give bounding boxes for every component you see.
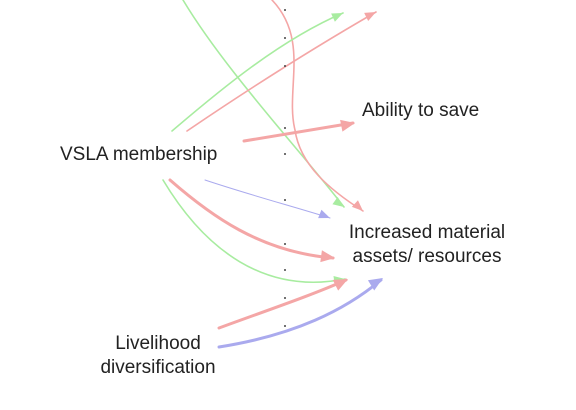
edge-label-dot (284, 325, 286, 327)
edge-label-dot (284, 199, 286, 201)
node-increased-material-assets-line2: assets/ resources (352, 246, 502, 267)
edge-vsla-to-assets-blue (204, 179, 331, 219)
edge-label-dot (284, 37, 286, 39)
arrowhead-red (320, 250, 335, 263)
node-livelihood-diversification-line2: diversification (100, 357, 216, 378)
arrowhead-red (332, 279, 348, 291)
edge-label-dot (284, 9, 286, 11)
arrowhead-blue (318, 209, 330, 219)
edge-label-dot (284, 269, 286, 271)
edge-label-dot (284, 127, 286, 129)
edge-offscreen-top-to-assets-red (271, 0, 364, 212)
edge-offscreen-top-to-assets-green (182, 0, 345, 208)
node-increased-material-assets-line1: Increased material (348, 222, 506, 243)
edge-vsla-to-offscreen-top-right-green (171, 12, 344, 132)
edge-vsla-to-assets-red (168, 178, 335, 260)
arrowhead-green (331, 13, 343, 22)
edge-vsla-to-assets-green (162, 179, 346, 284)
node-vsla-membership: VSLA membership (60, 144, 218, 165)
node-livelihood-diversification-line1: Livelihood (115, 333, 201, 354)
arrowhead-red (340, 119, 355, 132)
arrowhead-red (351, 200, 363, 211)
edge-livelihood-to-assets-blue (217, 278, 383, 349)
edge-vsla-to-offscreen-top-right-red (186, 11, 377, 132)
edge-label-dot (284, 65, 286, 67)
edge-livelihood-to-assets-red (217, 278, 348, 330)
node-ability-to-save: Ability to save (362, 100, 480, 121)
edge-label-dot (284, 153, 286, 155)
node-livelihood-diversification: Livelihood diversification (76, 332, 240, 380)
edge-vsla-to-save-red (242, 121, 355, 143)
arrowhead-red (364, 12, 376, 21)
edge-label-dot (284, 243, 286, 245)
arrowhead-green (332, 196, 344, 207)
node-increased-material-assets: Increased material assets/ resources (336, 221, 518, 269)
edge-label-dot (284, 297, 286, 299)
arrowhead-blue (367, 278, 383, 291)
